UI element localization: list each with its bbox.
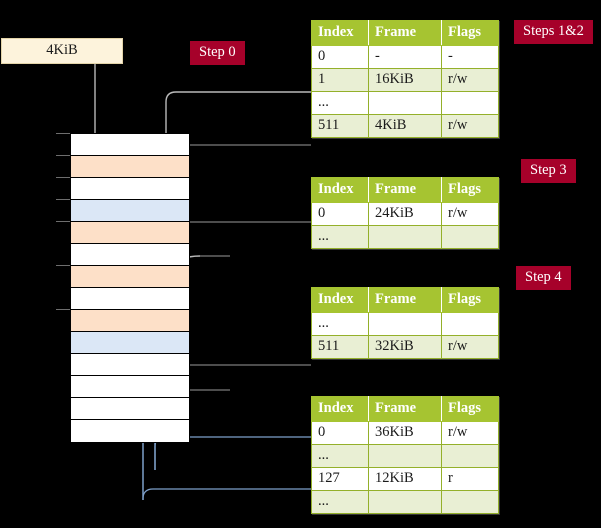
page-table-level-2-header-index: Index [311,177,369,203]
page-table-level-3-header-frame: Frame [368,287,442,313]
memory-tick-3 [56,199,70,200]
step-badge-step-0: Step 0 [190,41,245,65]
page-table-level-4-cell-flags: r/w [441,421,499,445]
page-table-level-1-cell-index: 511 [311,114,369,138]
page-table-level-1-cell-flags: r/w [441,68,499,92]
page-table-level-2-header-frame: Frame [368,177,442,203]
page-table-level-1-cell-frame: 4KiB [368,114,442,138]
page-table-level-4-row: ... [311,444,499,468]
page-table-level-2-header-flags: Flags [441,177,499,203]
memory-row-8 [71,310,189,332]
page-table-level-1-cell-flags: r/w [441,114,499,138]
step-badge-step-3-label: Step 3 [530,162,567,178]
page-table-level-1-cell-frame [368,91,442,115]
memory-row-5 [71,244,189,266]
memory-row-13 [71,420,189,442]
page-table-level-2-cell-index: ... [311,225,369,249]
page-table-level-3-cell-flags: r/w [441,335,499,359]
page-table-level-2-cell-index: 0 [311,202,369,226]
wire-table4-row127-to-memory [142,488,311,500]
memory-row-9 [71,332,189,354]
page-table-level-4-cell-flags: r [441,467,499,491]
page-table-level-3-cell-index: ... [311,312,369,336]
page-table-level-4-cell-index: ... [311,490,369,514]
memory-tick-1 [56,155,70,156]
memory-tick-8 [56,309,70,310]
step-badge-step-3: Step 3 [521,159,576,183]
page-table-level-1-cell-index: 0 [311,45,369,69]
page-table-level-1-cell-index: 1 [311,68,369,92]
step-badge-step-0-label: Step 0 [199,44,236,60]
memory-row-7 [71,288,189,310]
page-table-level-1-header-frame: Frame [368,20,442,46]
memory-row-3 [71,200,189,222]
page-table-level-1-cell-index: ... [311,91,369,115]
page-table-level-4-cell-frame: 12KiB [368,467,442,491]
memory-tick-4 [56,221,70,222]
page-table-level-2-cell-flags: r/w [441,202,499,226]
page-table-level-3-cell-flags [441,312,499,336]
memory-tick-2 [56,177,70,178]
page-table-level-3-row: ... [311,312,499,336]
memory-row-11 [71,376,189,398]
page-table-level-4-cell-frame [368,444,442,468]
page-table-level-1-header-index: Index [311,20,369,46]
page-table-level-4-cell-frame: 36KiB [368,421,442,445]
step-badge-step-4: Step 4 [516,266,571,290]
page-table-level-4-header-flags: Flags [441,396,499,422]
page-table-level-4-cell-index: ... [311,444,369,468]
memory-row-0 [71,134,189,156]
page-table-level-1-header-flags: Flags [441,20,499,46]
page-table-level-2-row: ... [311,225,499,249]
step-badge-step-4-label: Step 4 [525,269,562,285]
memory-row-6 [71,266,189,288]
source-frame-box: 4KiB [1,38,123,64]
page-table-level-4-cell-flags [441,490,499,514]
page-table-level-1-cell-frame: 16KiB [368,68,442,92]
memory-row-2 [71,178,189,200]
page-table-level-3-cell-frame [368,312,442,336]
page-table-level-2-cell-frame [368,225,442,249]
page-table-level-2-cell-flags [441,225,499,249]
source-frame-label: 4KiB [46,42,78,58]
page-table-level-3-cell-index: 511 [311,335,369,359]
physical-memory-column [70,133,190,443]
page-table-level-2-cell-frame: 24KiB [368,202,442,226]
memory-tick-6 [56,265,70,266]
page-table-level-1-cell-flags [441,91,499,115]
page-table-level-4-cell-index: 0 [311,421,369,445]
page-table-level-3-header-flags: Flags [441,287,499,313]
memory-row-10 [71,354,189,376]
page-table-level-3-header-index: Index [311,287,369,313]
page-table-level-4-row: ... [311,490,499,514]
page-table-level-1-cell-flags: - [441,45,499,69]
memory-row-1 [71,156,189,178]
page-table-level-4-cell-index: 127 [311,467,369,491]
page-table-level-1-cell-frame: - [368,45,442,69]
page-table-level-4-header-index: Index [311,396,369,422]
step-badge-steps-1-2-label: Steps 1&2 [523,23,584,39]
page-table-level-3-cell-frame: 32KiB [368,335,442,359]
memory-row-12 [71,398,189,420]
page-table-level-1-row: 0-- [311,45,499,69]
page-table-level-4-cell-frame [368,490,442,514]
memory-tick-0 [56,133,70,134]
page-table-level-4-header-frame: Frame [368,396,442,422]
page-table-level-1-row: ... [311,91,499,115]
memory-row-4 [71,222,189,244]
page-table-level-4-cell-flags [441,444,499,468]
step-badge-steps-1-2: Steps 1&2 [514,20,593,44]
